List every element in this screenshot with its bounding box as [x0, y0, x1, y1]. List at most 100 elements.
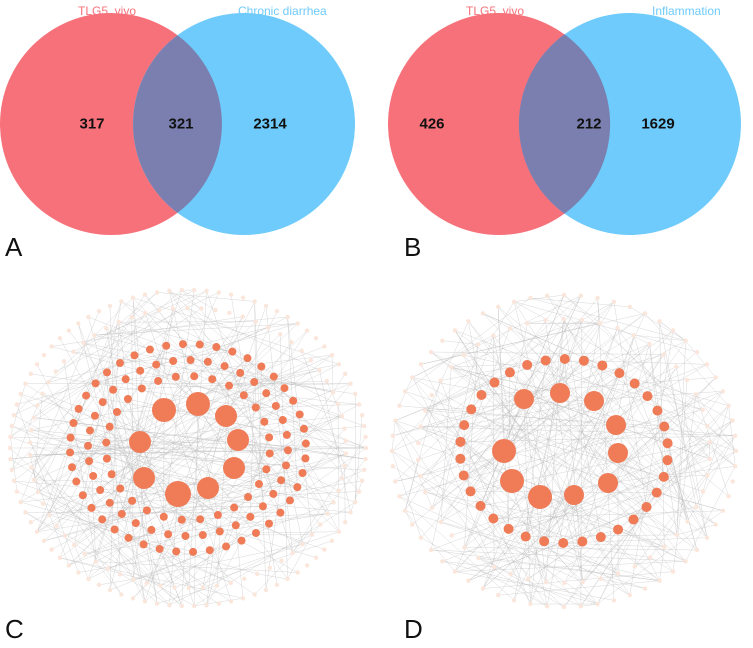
- network-c-node: [240, 596, 246, 601]
- network-c-edge: [99, 442, 107, 491]
- network-c-edge: [168, 443, 306, 535]
- network-c-edge: [43, 453, 346, 542]
- network-c-node: [167, 602, 172, 608]
- network-c-node: [107, 303, 113, 309]
- network-c-node: [278, 332, 283, 337]
- network-c-node: [282, 461, 291, 470]
- network-d-edge: [482, 426, 665, 589]
- network-d-edge: [395, 318, 564, 482]
- network-d-edge: [482, 313, 620, 374]
- network-c-node: [91, 379, 100, 388]
- network-c-node: [170, 306, 176, 311]
- network-c-edge: [202, 550, 210, 588]
- network-c-edge: [127, 398, 251, 517]
- network-d-edge: [442, 340, 478, 345]
- network-c-node: [196, 515, 205, 524]
- network-c-node: [215, 405, 237, 427]
- network-c-node: [49, 344, 54, 349]
- network-d-edge: [463, 354, 648, 397]
- network-d-node: [455, 436, 466, 447]
- network-c-edge: [73, 422, 298, 488]
- network-c-nodes: [7, 287, 369, 609]
- panel-letter-c: C: [5, 614, 24, 644]
- network-d-edge: [543, 340, 686, 542]
- network-d-node: [416, 440, 421, 446]
- network-c-node: [102, 438, 111, 447]
- network-d-edge: [503, 330, 674, 452]
- network-c-edge: [31, 467, 158, 604]
- network-d-edge: [613, 301, 647, 508]
- network-c-edge: [112, 389, 194, 552]
- network-c-edge: [146, 330, 308, 584]
- network-c-edge: [31, 294, 146, 468]
- network-d-edge: [420, 364, 509, 529]
- network-d-edge: [454, 330, 619, 574]
- network-c-edge: [25, 512, 195, 607]
- network-d-edge: [617, 452, 647, 508]
- network-c-edge: [25, 383, 236, 526]
- network-d-edge: [430, 344, 479, 551]
- network-c-node: [81, 340, 86, 346]
- network-c-edge: [217, 388, 285, 516]
- network-d-edge: [563, 318, 657, 493]
- network-d-node: [595, 295, 600, 301]
- network-d-edge: [468, 321, 482, 396]
- network-d-node: [661, 352, 666, 357]
- network-c-edge: [16, 491, 231, 583]
- network-d-edge: [420, 424, 617, 427]
- network-d-edge: [440, 364, 708, 523]
- network-d-edge: [728, 405, 736, 467]
- network-c-node: [313, 336, 319, 341]
- network-d-node: [642, 586, 648, 591]
- network-c-edge: [74, 316, 243, 546]
- network-d-node: [707, 456, 712, 462]
- network-c-node: [290, 550, 295, 556]
- network-c-node: [123, 394, 132, 403]
- network-c-node: [57, 555, 63, 560]
- network-d-node: [389, 448, 395, 454]
- network-d-node: [410, 375, 415, 380]
- venn-a-overlap: [133, 35, 222, 213]
- network-c-node: [301, 439, 310, 448]
- network-d-node: [597, 360, 608, 371]
- network-d-node: [595, 601, 600, 607]
- network-c-edge: [331, 355, 334, 393]
- network-d-edge: [424, 410, 513, 482]
- network-c-edge: [229, 383, 351, 386]
- network-c-node: [49, 547, 54, 552]
- network-c-node: [154, 601, 160, 606]
- network-c-node: [28, 371, 34, 377]
- network-c-node: [11, 478, 17, 484]
- network-c-node: [72, 477, 81, 486]
- network-d-edge: [442, 561, 495, 568]
- network-c-node: [336, 529, 342, 534]
- network-d-edge: [530, 297, 630, 308]
- network-c-node: [130, 295, 136, 300]
- network-d-edge: [404, 380, 441, 511]
- network-c-node: [203, 357, 212, 366]
- network-d-edge: [463, 301, 615, 476]
- network-c-edge: [232, 351, 294, 401]
- network-d-edge: [442, 561, 598, 605]
- network-c-node: [90, 411, 99, 420]
- network-c-edge: [285, 465, 303, 545]
- network-c-node: [142, 599, 148, 604]
- network-d-node: [732, 464, 738, 469]
- network-d-edge: [482, 319, 583, 589]
- network-c-edge: [13, 437, 71, 481]
- network-c-edge: [43, 480, 282, 542]
- network-d-edge: [599, 322, 736, 467]
- network-c-edge: [293, 400, 365, 427]
- network-d-edge: [493, 510, 723, 519]
- network-c-node: [109, 385, 118, 394]
- network-c-node: [363, 456, 368, 462]
- network-d-edge: [546, 323, 601, 607]
- network-d-node: [705, 423, 710, 429]
- network-d-edge: [405, 510, 646, 589]
- network-c-edge: [11, 425, 90, 462]
- network-c-node: [204, 602, 209, 608]
- network-c-node: [124, 533, 133, 542]
- network-c-node: [213, 307, 218, 313]
- network-c-node: [240, 295, 246, 300]
- network-c-node: [263, 303, 269, 309]
